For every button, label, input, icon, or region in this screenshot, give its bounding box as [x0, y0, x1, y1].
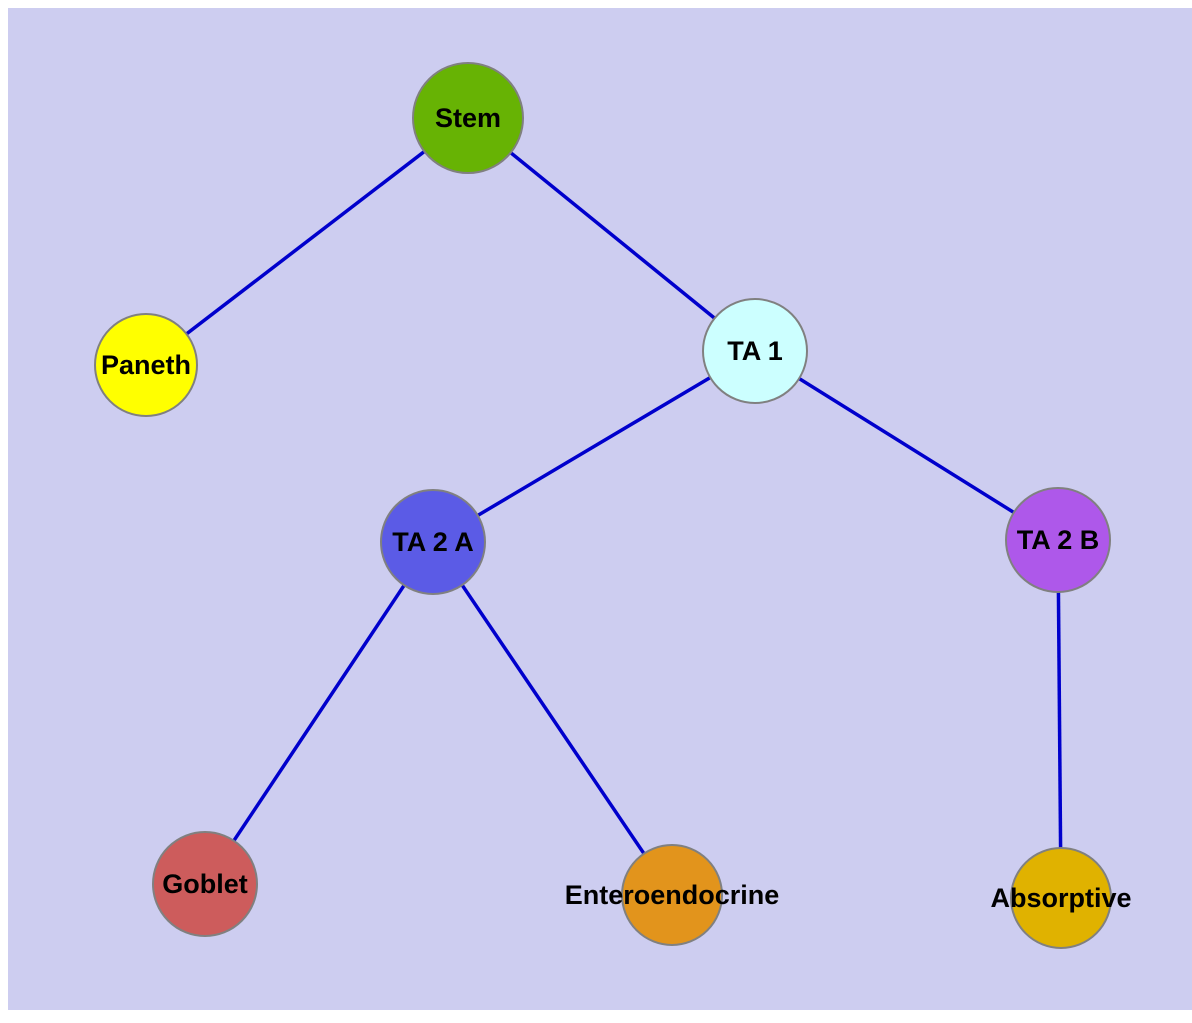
node-circle-ta2a[interactable] [380, 489, 486, 595]
edge-ta2b-absorptive [1056, 539, 1063, 899]
node-ta2a[interactable]: TA 2 A [380, 489, 486, 595]
edge-ta2a-goblet [203, 541, 435, 885]
node-circle-paneth[interactable] [94, 313, 198, 417]
edge-ta1-ta2a [432, 349, 756, 544]
node-paneth[interactable]: Paneth [94, 313, 198, 417]
node-circle-enteroendocrine[interactable] [621, 844, 723, 946]
node-stem[interactable]: Stem [412, 62, 524, 174]
node-ta2b[interactable]: TA 2 B [1005, 487, 1111, 593]
node-goblet[interactable]: Goblet [152, 831, 258, 937]
node-circle-ta1[interactable] [702, 298, 808, 404]
node-ta1[interactable]: TA 1 [702, 298, 808, 404]
node-circle-stem[interactable] [412, 62, 524, 174]
edge-ta2a-enteroendocrine [431, 541, 674, 896]
edge-stem-paneth [144, 116, 470, 367]
edge-stem-ta1 [466, 116, 757, 353]
edges-layer [144, 116, 1063, 899]
node-circle-goblet[interactable] [152, 831, 258, 937]
edge-ta1-ta2b [754, 349, 1059, 542]
node-circle-absorptive[interactable] [1010, 847, 1112, 949]
node-circle-ta2b[interactable] [1005, 487, 1111, 593]
